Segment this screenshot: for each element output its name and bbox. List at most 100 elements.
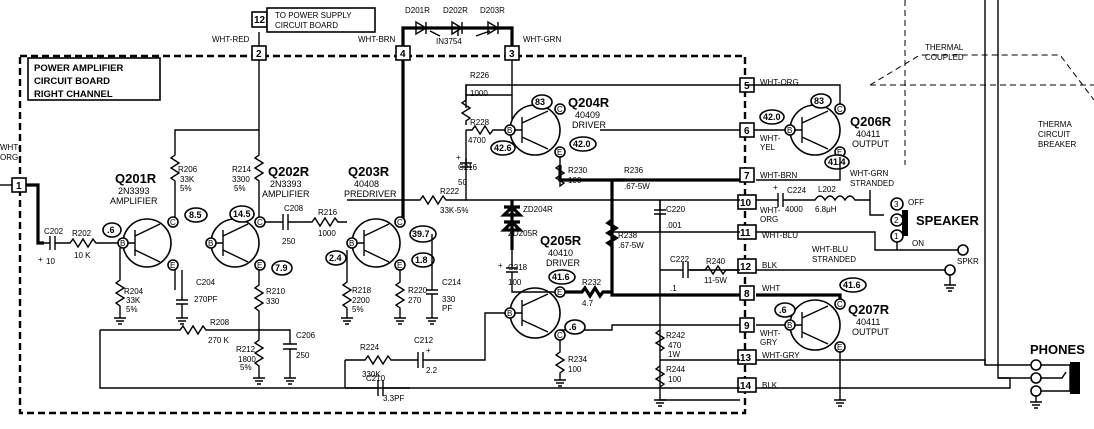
q201r-transistor: B C E Q201R 2N3393 AMPLIFIER .6 8.5 (102, 171, 208, 271)
svg-text:C206: C206 (296, 331, 316, 340)
svg-text:STRANDED: STRANDED (850, 179, 894, 188)
svg-text:C: C (557, 105, 563, 114)
svg-text:6: 6 (744, 126, 750, 137)
board-boundary (18, 54, 747, 415)
q204r-e-volt: 42.0 (573, 139, 591, 149)
q206r-role: OUTPUT (852, 139, 890, 149)
svg-text:250: 250 (282, 237, 296, 246)
speaker-switch-lever (902, 210, 908, 236)
q202r-name: Q202R (268, 164, 310, 179)
svg-text:C: C (837, 105, 843, 114)
svg-text:SPKR: SPKR (957, 257, 979, 266)
q202r-role: AMPLIFIER (262, 189, 310, 199)
svg-text:R208: R208 (210, 318, 230, 327)
svg-text:100: 100 (568, 176, 582, 185)
svg-text:ZD204R: ZD204R (523, 205, 553, 214)
svg-text:ON: ON (912, 239, 924, 248)
svg-text:R232: R232 (582, 278, 602, 287)
svg-text:R224: R224 (360, 343, 380, 352)
t6-wire-b: YEL (760, 143, 776, 152)
board-title-line-2: CIRCUIT BOARD (34, 76, 110, 87)
svg-text:R210: R210 (266, 287, 286, 296)
svg-text:2: 2 (894, 216, 899, 225)
q204r-role: DRIVER (572, 120, 607, 130)
t10-wire-b: ORG (760, 215, 778, 224)
svg-text:WHT: WHT (762, 284, 780, 293)
q207r-b-volt: .6 (779, 305, 787, 315)
terminal-column: 5 WHT-ORG 6 7 WHT-BRN 10 11 WHT-BLU 12 B… (737, 77, 800, 393)
q205r-e-volt: 41.6 (552, 272, 570, 282)
svg-text:1000: 1000 (470, 89, 488, 98)
svg-text:E: E (837, 148, 842, 157)
q203r-part: 40408 (354, 179, 379, 189)
svg-text:5%: 5% (352, 305, 364, 314)
svg-text:E: E (397, 261, 402, 270)
svg-text:5%: 5% (240, 363, 252, 372)
svg-text:1800: 1800 (238, 355, 256, 364)
q203r-c-volt: 39.7 (412, 229, 430, 239)
speaker-label: SPEAKER (916, 213, 979, 228)
svg-text:270 K: 270 K (208, 336, 230, 345)
q203r-role: PREDRIVER (344, 189, 397, 199)
svg-text:270: 270 (408, 296, 422, 305)
svg-text:C: C (837, 300, 843, 309)
power-supply-pin: 12 (254, 15, 266, 26)
q206r-name: Q206R (850, 114, 892, 129)
svg-text:330: 330 (442, 295, 456, 304)
svg-text:R220: R220 (408, 286, 428, 295)
grounds (114, 317, 846, 407)
t10-wire-a: WHT- (760, 206, 781, 215)
svg-text:.67-5W: .67-5W (624, 182, 650, 191)
q202r-e-volt: 7.9 (275, 263, 288, 273)
svg-text:E: E (557, 288, 562, 297)
q206r-part: 40411 (856, 129, 880, 139)
svg-text:C: C (557, 331, 563, 340)
svg-text:WHT-BRN: WHT-BRN (760, 171, 798, 180)
top-diodes: D201R D202R D203R IN3754 (401, 6, 514, 46)
svg-text:C204: C204 (196, 278, 216, 287)
svg-text:6.8μH: 6.8μH (815, 205, 837, 214)
q206r-b-volt: 42.0 (763, 112, 781, 122)
q201r-b-volt: .6 (107, 225, 115, 235)
svg-text:BLK: BLK (762, 261, 778, 270)
q204r-c-volt: 83 (535, 97, 545, 107)
power-supply-line-1: TO POWER SUPPLY (275, 11, 352, 20)
svg-text:R238: R238 (618, 231, 638, 240)
svg-text:470: 470 (668, 341, 682, 350)
svg-text:L202: L202 (818, 185, 836, 194)
svg-text:250: 250 (296, 351, 310, 360)
svg-text:.1: .1 (670, 284, 677, 293)
q203r-transistor: B C E Q203R 40408 PREDRIVER 2.4 39.7 1.8 (325, 164, 437, 271)
power-supply-line-2: CIRCUIT BOARD (275, 21, 338, 30)
svg-text:100: 100 (668, 375, 682, 384)
terminal-1-num: 1 (16, 181, 22, 192)
q202r-part: 2N3393 (270, 179, 302, 189)
q201r-c-volt: 8.5 (189, 210, 202, 220)
svg-text:R212: R212 (236, 345, 256, 354)
svg-text:C220: C220 (666, 205, 686, 214)
top-terminals: 2 WHT-RED 4 WHT-BRN 3 WHT-GRN (212, 32, 561, 61)
svg-text:9: 9 (744, 321, 750, 332)
svg-text:11-5W: 11-5W (704, 276, 727, 285)
q203r-b-volt: 2.4 (329, 253, 342, 263)
terminal-2-num: 2 (256, 49, 262, 60)
diode-label-d201: D201R (405, 6, 430, 15)
phones-jack-body (1070, 362, 1080, 394)
svg-text:STRANDED: STRANDED (812, 255, 856, 264)
svg-text:WHT-BLU: WHT-BLU (762, 231, 798, 240)
svg-text:C224: C224 (787, 186, 807, 195)
svg-text:C: C (397, 218, 403, 227)
svg-text:C: C (257, 218, 263, 227)
svg-text:B: B (208, 239, 213, 248)
svg-text:R214: R214 (232, 165, 252, 174)
svg-text:33K: 33K (126, 296, 141, 305)
svg-text:THERMA: THERMA (1038, 120, 1072, 129)
q204r-transistor: B C E Q204R 40409 DRIVER 83 42.6 42.0 (490, 94, 610, 158)
svg-text:2.2: 2.2 (426, 366, 438, 375)
svg-text:R240: R240 (706, 257, 726, 266)
svg-text:10 K: 10 K (74, 251, 91, 260)
svg-text:OFF: OFF (908, 198, 924, 207)
svg-text:5%: 5% (234, 184, 246, 193)
board-title-box: POWER AMPLIFIER CIRCUIT BOARD RIGHT CHAN… (27, 57, 161, 101)
